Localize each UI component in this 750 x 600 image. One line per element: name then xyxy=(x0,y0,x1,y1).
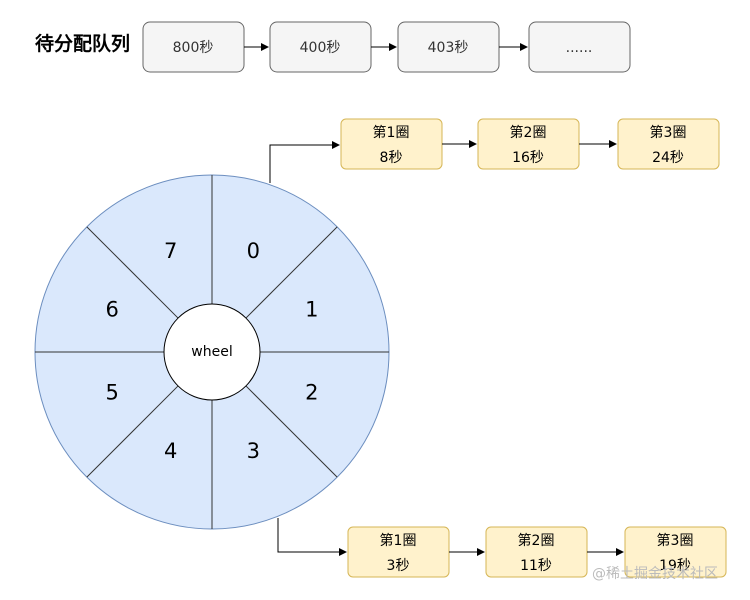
svg-text:......: ...... xyxy=(566,40,593,56)
wheel-slot-label: 2 xyxy=(305,380,318,404)
svg-text:8秒: 8秒 xyxy=(380,150,403,166)
round-node: 第2圈 16秒 xyxy=(477,118,580,170)
svg-text:16秒: 16秒 xyxy=(512,150,544,166)
wheel-hub xyxy=(163,303,261,401)
queue-item: ...... xyxy=(528,21,631,73)
wheel-slot-label: 0 xyxy=(247,239,260,263)
time-wheel: 0 1 2 3 4 5 6 7 wheel xyxy=(34,174,390,530)
queue-item: 403秒 xyxy=(397,21,500,73)
svg-text:第1圈: 第1圈 xyxy=(373,124,410,141)
wheel-slot-label: 6 xyxy=(106,298,119,322)
wheel-slot-label: 7 xyxy=(164,239,177,263)
wheel-slot-label: 3 xyxy=(247,439,260,463)
slot0-connector xyxy=(269,141,340,183)
round-node: 第3圈 24秒 xyxy=(617,118,720,170)
wheel-spoke xyxy=(86,385,179,478)
queue-title: 待分配队列 xyxy=(35,32,130,55)
wheel-slot-label: 4 xyxy=(164,439,177,463)
watermark: @稀土掘金技术社区 xyxy=(592,566,718,582)
wheel-label: wheel xyxy=(191,344,232,360)
svg-text:第1圈: 第1圈 xyxy=(380,532,417,549)
wheel-spoke xyxy=(245,385,338,478)
slot3-connector xyxy=(277,518,347,556)
wheel-slot-label: 5 xyxy=(106,380,119,404)
round-node: 第1圈 8秒 xyxy=(340,118,443,170)
wheel-spoke xyxy=(86,226,179,319)
svg-text:第2圈: 第2圈 xyxy=(518,532,555,549)
svg-text:19秒: 19秒 xyxy=(659,558,691,574)
round-node: 第1圈 3秒 xyxy=(347,526,450,578)
svg-text:403秒: 403秒 xyxy=(428,40,469,56)
svg-text:3秒: 3秒 xyxy=(387,558,410,574)
queue-item: 400秒 xyxy=(269,21,372,73)
wheel-spoke xyxy=(245,226,338,319)
svg-text:第3圈: 第3圈 xyxy=(650,124,687,141)
svg-text:400秒: 400秒 xyxy=(300,40,341,56)
svg-text:24秒: 24秒 xyxy=(652,150,684,166)
svg-text:第2圈: 第2圈 xyxy=(510,124,547,141)
svg-text:800秒: 800秒 xyxy=(173,40,214,56)
round-node: 第2圈 11秒 xyxy=(485,526,588,578)
queue-item: 800秒 xyxy=(142,21,245,73)
wheel-slot-label: 1 xyxy=(305,298,318,322)
round-node: 第3圈 19秒 xyxy=(624,526,727,578)
svg-text:11秒: 11秒 xyxy=(520,558,552,574)
svg-text:第3圈: 第3圈 xyxy=(657,532,694,549)
